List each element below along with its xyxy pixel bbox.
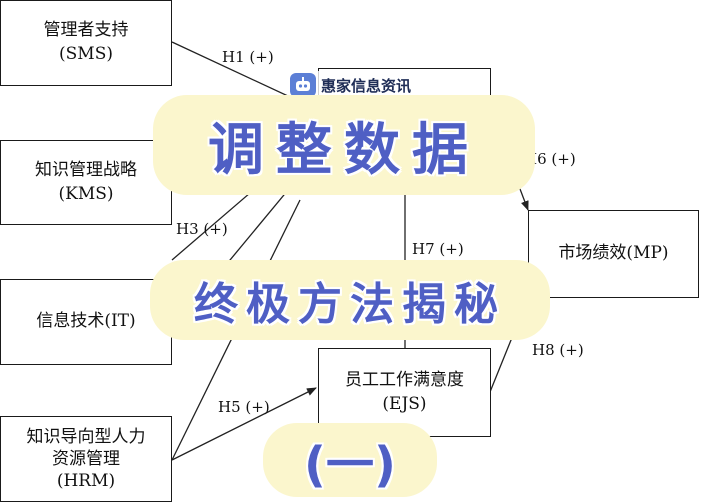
robot-logo-icon bbox=[290, 73, 316, 97]
banner-main: 调整数据 bbox=[153, 95, 535, 195]
watermark: 惠家信息资讯 bbox=[288, 71, 418, 99]
construct-it-name: 信息技术(IT) bbox=[36, 311, 136, 332]
construct-kms-abbr: (KMS) bbox=[58, 183, 114, 204]
construct-mp: 市场绩效(MP) bbox=[528, 210, 699, 298]
banner-sub: 终极方法揭秘 bbox=[150, 260, 550, 340]
hypothesis-h7-label: H7 (+) bbox=[412, 240, 464, 258]
construct-ejs: 员工工作满意度 (EJS) bbox=[318, 348, 491, 437]
link-hrm-ejs bbox=[171, 387, 317, 461]
banner-part: (一) bbox=[263, 423, 437, 497]
hypothesis-h8-label: H8 (+) bbox=[532, 341, 584, 359]
construct-kms: 知识管理战略 (KMS) bbox=[0, 140, 172, 225]
construct-hrm-abbr: (HRM) bbox=[56, 471, 116, 492]
construct-mp-name: 市场绩效(MP) bbox=[558, 243, 669, 264]
construct-ejs-name: 员工工作满意度 bbox=[345, 369, 464, 390]
hypothesis-h5-label: H5 (+) bbox=[218, 398, 270, 416]
construct-sms: 管理者支持 (SMS) bbox=[0, 0, 172, 86]
hypothesis-h6-label: H6 (+) bbox=[524, 150, 576, 168]
construct-kms-name: 知识管理战略 bbox=[35, 159, 137, 180]
watermark-text: 惠家信息资讯 bbox=[321, 76, 412, 95]
hypothesis-h3-label: H3 (+) bbox=[176, 220, 228, 238]
construct-hrm-line2: 资源管理 bbox=[52, 448, 120, 469]
construct-hrm-line1: 知识导向型人力 bbox=[26, 426, 146, 447]
hypothesis-h1-label: H1 (+) bbox=[222, 48, 274, 66]
construct-sms-name: 管理者支持 bbox=[43, 20, 129, 41]
construct-ejs-abbr: (EJS) bbox=[382, 393, 427, 414]
construct-it: 信息技术(IT) bbox=[0, 279, 172, 365]
construct-hrm: 知识导向型人力 资源管理 (HRM) bbox=[0, 416, 172, 502]
construct-sms-abbr: (SMS) bbox=[59, 44, 113, 64]
